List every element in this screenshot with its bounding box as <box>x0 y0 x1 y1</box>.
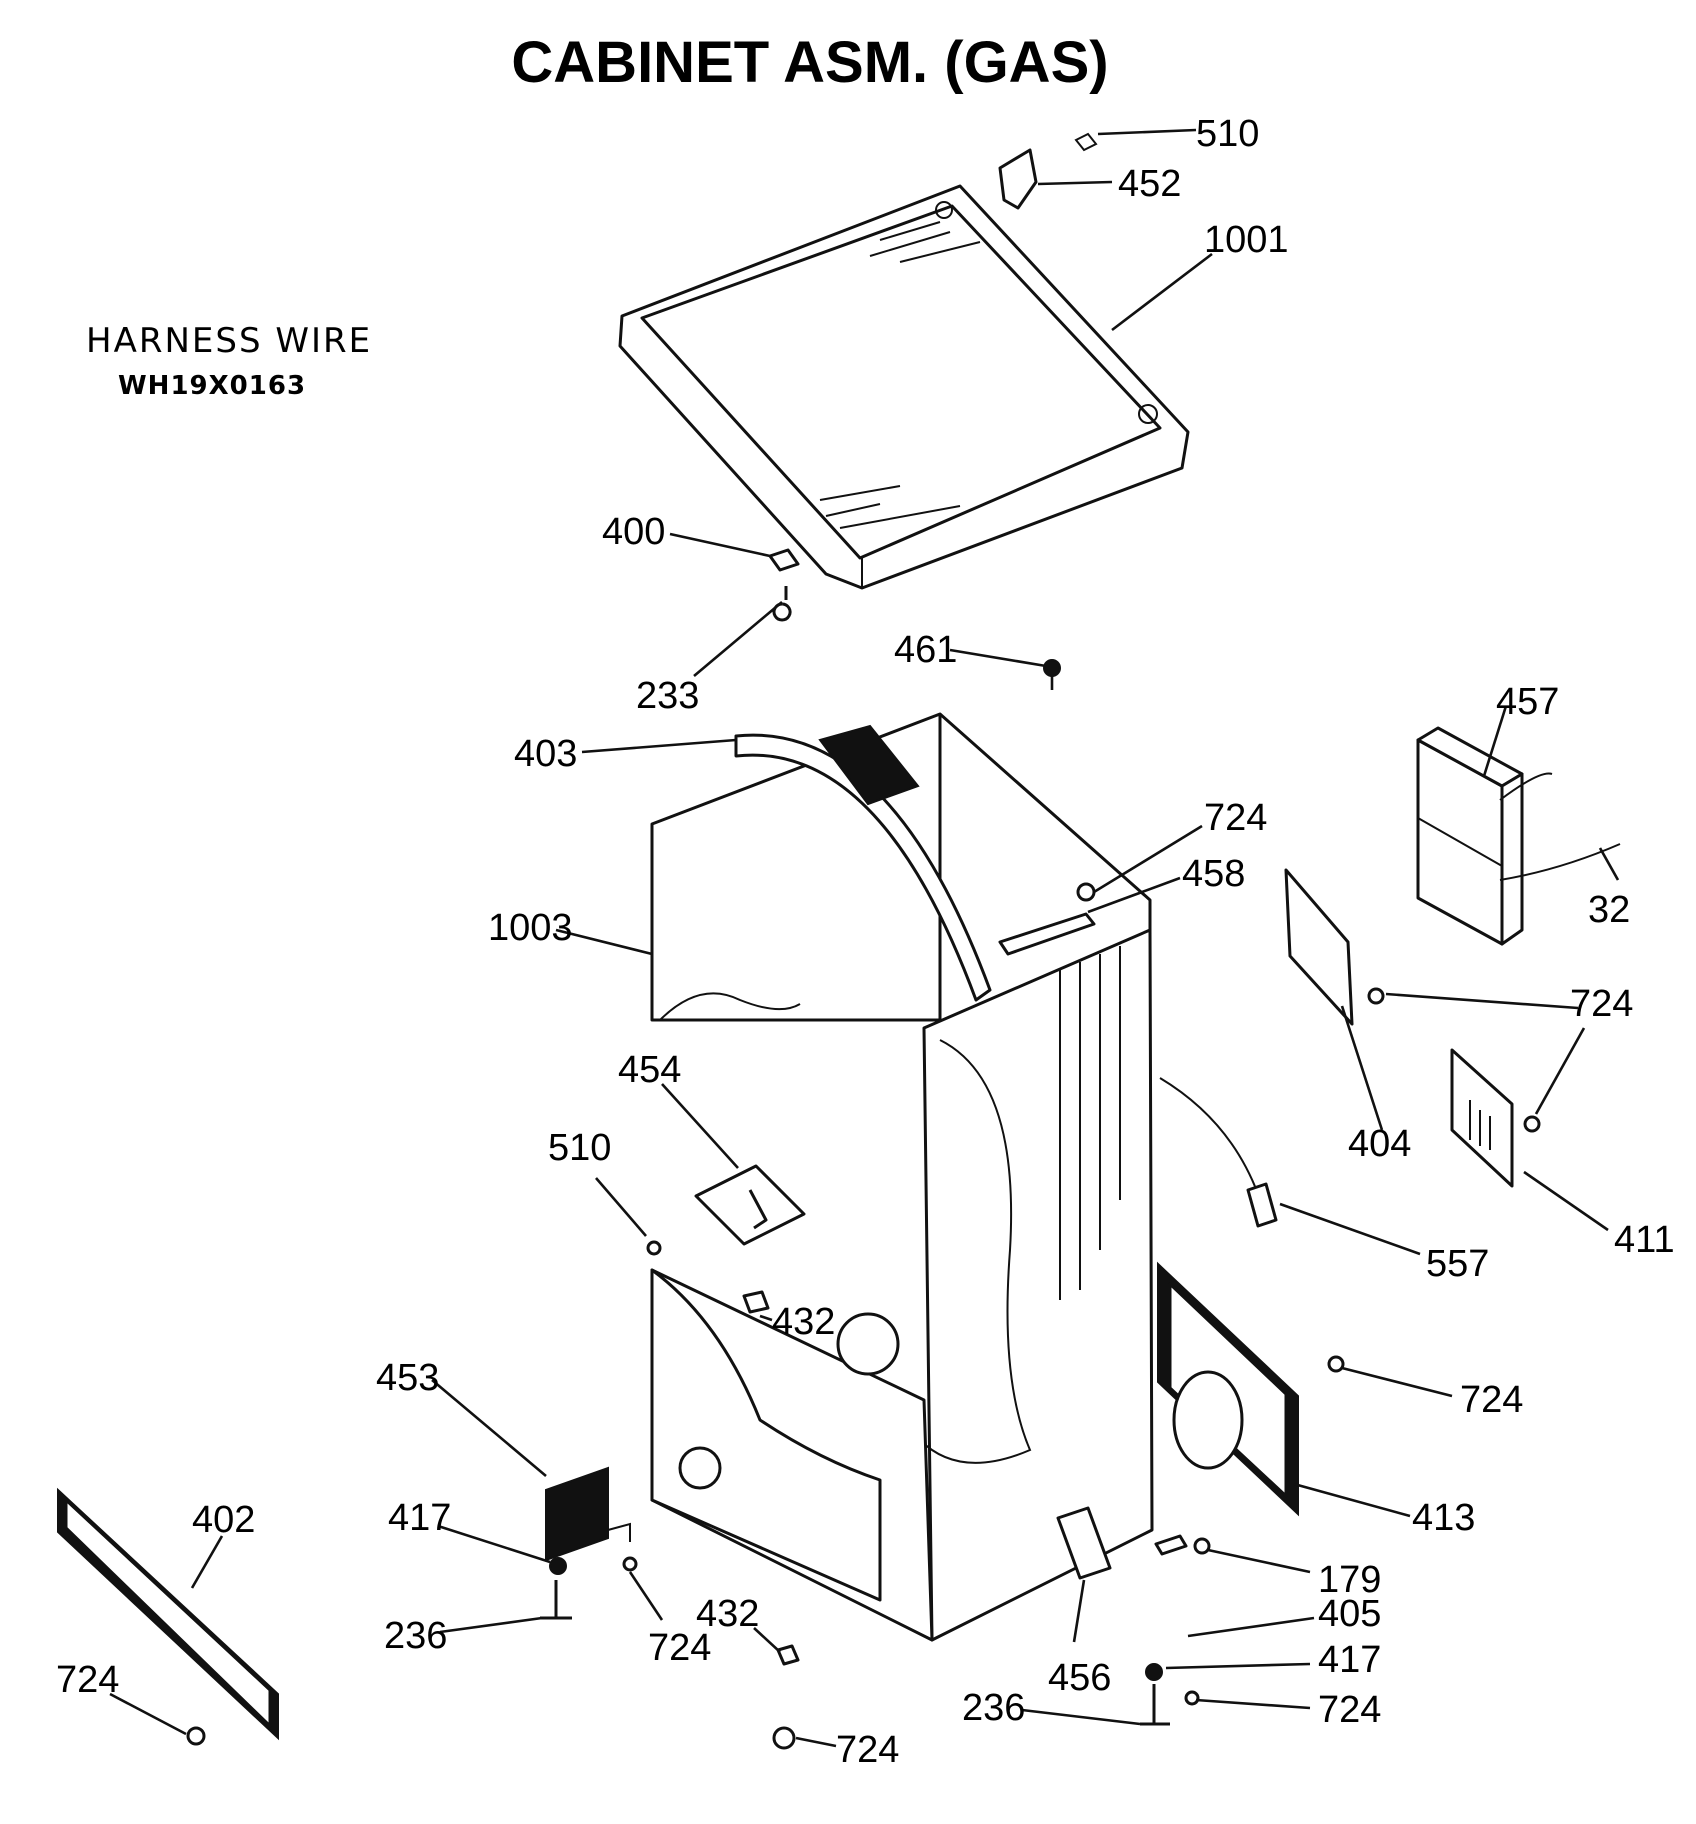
bracket-452 <box>998 148 1038 210</box>
callout-413: 413 <box>1412 1497 1475 1539</box>
callout-724: 724 <box>648 1627 711 1669</box>
callout-724: 724 <box>1570 983 1633 1025</box>
callout-724: 724 <box>836 1729 899 1771</box>
harness-wire-label: HARNESS WIRE <box>86 321 372 361</box>
power-cord-557 <box>1159 1077 1259 1195</box>
leader-lines <box>109 128 1620 1748</box>
button-461 <box>1043 659 1061 690</box>
callout-402: 402 <box>192 1499 255 1541</box>
callout-724: 724 <box>1460 1379 1523 1421</box>
callout-233: 233 <box>636 675 699 717</box>
callout-461: 461 <box>894 629 957 671</box>
cabinet-body-part <box>545 712 1154 1642</box>
callout-1003: 1003 <box>488 907 573 949</box>
callout-454: 454 <box>618 1049 681 1091</box>
callout-labels: 510 452 1001 400 233 461 403 724 458 457… <box>56 113 1675 1771</box>
clip-400 <box>768 548 800 572</box>
callout-405: 405 <box>1318 1593 1381 1635</box>
callout-557: 557 <box>1426 1243 1489 1285</box>
callout-458: 458 <box>1182 853 1245 895</box>
callout-411: 411 <box>1614 1219 1675 1261</box>
callout-510: 510 <box>548 1127 611 1169</box>
callout-404: 404 <box>1348 1123 1411 1165</box>
callout-236: 236 <box>962 1687 1025 1729</box>
top-cover-part <box>618 184 1190 590</box>
callout-32: 32 <box>1588 889 1630 931</box>
plate-404 <box>1284 868 1354 1026</box>
callout-510: 510 <box>1196 113 1259 155</box>
callout-400: 400 <box>602 511 665 553</box>
callout-417: 417 <box>388 1497 451 1539</box>
callout-456: 456 <box>1048 1657 1111 1699</box>
callout-432: 432 <box>772 1301 835 1343</box>
callout-452: 452 <box>1118 163 1181 205</box>
hardware-small-parts <box>186 882 1541 1750</box>
rear-access-panel-413 <box>1157 1261 1299 1517</box>
callout-1001: 1001 <box>1204 219 1289 261</box>
callout-179: 179 <box>1318 1559 1381 1601</box>
harness-wire-part-number: WH19X0163 <box>118 371 306 401</box>
callout-724: 724 <box>56 1659 119 1701</box>
plate-411 <box>1450 1048 1514 1188</box>
callout-457: 457 <box>1496 681 1559 723</box>
callout-724: 724 <box>1318 1689 1381 1731</box>
callout-453: 453 <box>376 1357 439 1399</box>
callout-432: 432 <box>696 1593 759 1635</box>
callout-417: 417 <box>1318 1639 1381 1681</box>
callout-236: 236 <box>384 1615 447 1657</box>
callout-724: 724 <box>1204 797 1267 839</box>
terminal-block-457 <box>1416 726 1621 946</box>
screw-510-top <box>1074 132 1098 152</box>
diagram-title: CABINET ASM. (GAS) <box>511 30 1108 95</box>
callout-403: 403 <box>514 733 577 775</box>
